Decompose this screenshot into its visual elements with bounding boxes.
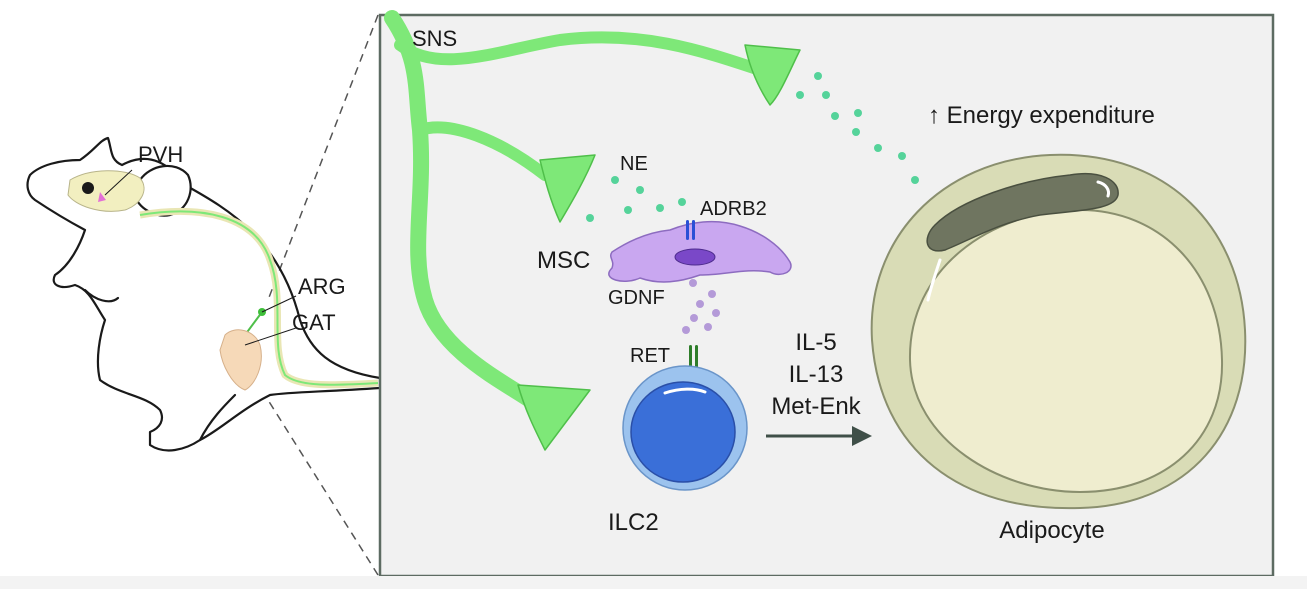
sns-nerve-fibers	[384, 10, 801, 451]
ilc2-highlight	[663, 387, 707, 395]
mouse-body	[26, 136, 382, 452]
ret-receptor	[689, 345, 698, 369]
zoom-line-bottom	[267, 399, 379, 576]
spinal-cord-nerve	[139, 210, 379, 386]
nerve-terminal-mid	[539, 154, 596, 223]
msc-label: MSC	[537, 247, 590, 274]
gat-leader	[244, 327, 297, 346]
sns-label: SNS	[412, 26, 457, 51]
adipocyte-nucleus	[926, 173, 1119, 252]
adrb2-receptor	[686, 220, 695, 240]
gat-fat-pad	[219, 329, 262, 391]
zoom-line-top	[267, 14, 379, 301]
arg-branch	[244, 311, 263, 336]
arg-leader	[261, 295, 297, 313]
pvh-marker	[98, 192, 106, 202]
il13-label: IL-13	[789, 361, 844, 388]
nerve-terminal-top	[744, 44, 801, 106]
gdnf-dots	[682, 279, 720, 334]
ne-dots	[586, 72, 919, 222]
metenk-label: Met-Enk	[771, 393, 861, 420]
pvh-label: PVH	[138, 142, 183, 167]
nerve-terminal-bottom	[517, 384, 591, 451]
bottom-strip	[0, 576, 1307, 589]
adrb2-label: ADRB2	[700, 198, 767, 220]
arg-label: ARG	[298, 274, 346, 299]
adipocyte-shine	[926, 258, 942, 302]
mouse-brain	[67, 170, 145, 212]
mouse-eye	[82, 182, 94, 194]
adipocyte-label: Adipocyte	[999, 517, 1104, 544]
ilc2-nucleus	[630, 381, 736, 483]
il5-label: IL-5	[795, 329, 836, 356]
ne-label: NE	[620, 153, 648, 175]
msc-nucleus	[674, 248, 716, 266]
pvh-leader	[104, 169, 133, 196]
ret-label: RET	[630, 345, 670, 367]
secretion-arrow-head	[852, 426, 872, 446]
mouse-hind-leg	[198, 393, 237, 442]
energy-label: ↑ Energy expenditure	[928, 102, 1155, 129]
mouse-illustration	[26, 136, 382, 452]
ilc2-label: ILC2	[608, 509, 659, 536]
gdnf-label: GDNF	[608, 287, 665, 309]
adipocyte-highlight	[1096, 180, 1110, 198]
mouse-front-leg	[83, 288, 120, 303]
gat-label: GAT	[292, 310, 336, 335]
